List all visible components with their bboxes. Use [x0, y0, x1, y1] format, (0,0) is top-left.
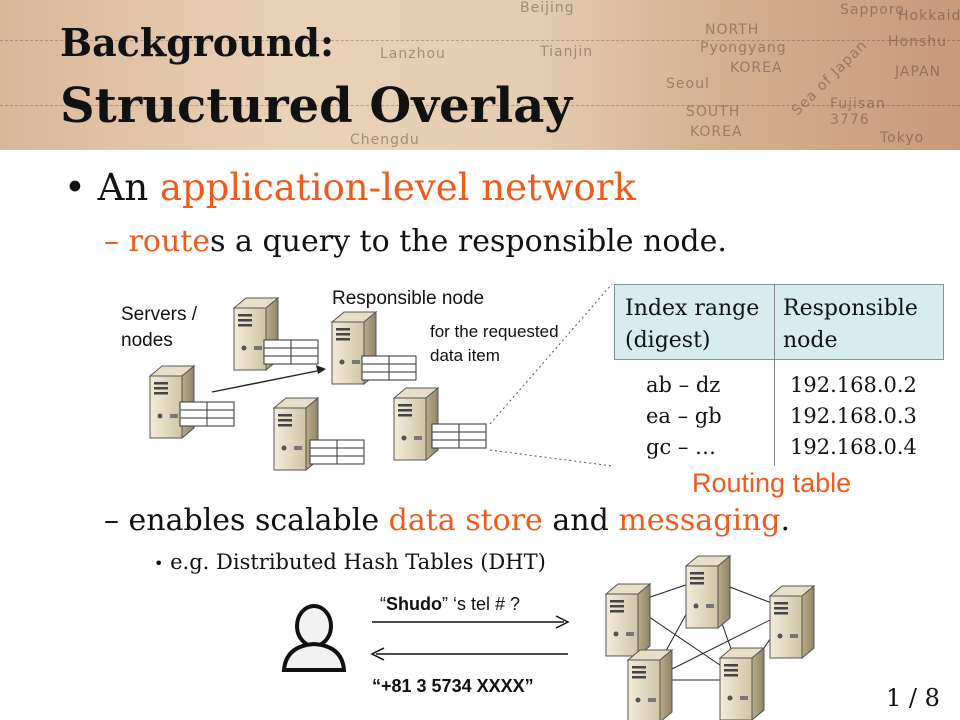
dht-server-icon [627, 649, 673, 720]
sub2-prefix: – enables scalable [104, 503, 389, 538]
sub-bullet-routes: – routes a query to the responsible node… [104, 224, 727, 259]
requested-line2: data item [430, 345, 500, 365]
map-word: Chengdu [350, 132, 420, 148]
map-word: SOUTH [686, 104, 741, 120]
map-word: Pyongyang [700, 40, 787, 56]
header-col1-line1: Index range [625, 296, 760, 321]
sub2-highlight-datastore: data store [388, 503, 543, 538]
servers-label: Servers / nodes [121, 302, 197, 353]
sub1-highlight: route [128, 224, 211, 259]
header-col2-line1: Responsible [783, 296, 918, 321]
table-cell-node: 192.168.0.3 [790, 404, 917, 428]
sub-bullet-enables: – enables scalable data store and messag… [104, 503, 790, 538]
answer-message: “+81 3 5734 XXXX” [372, 676, 534, 696]
sub2-suffix: . [780, 503, 791, 538]
index-table-icon [361, 355, 417, 381]
server-icon [393, 387, 439, 461]
bullet1-prefix: An [97, 166, 160, 209]
sub2-mid: and [542, 503, 619, 538]
user-person-icon [281, 604, 347, 672]
arrow-left-icon [370, 647, 385, 661]
route-arrow [211, 369, 323, 393]
table-cell-range: ab – dz [646, 373, 721, 397]
slide-title-line1: Background: [60, 20, 334, 65]
map-word: Tokyo [880, 130, 925, 146]
servers-label-line1: Servers / [121, 304, 198, 325]
index-table-icon [431, 423, 487, 449]
routing-table-body: ab – dz 192.168.0.2 ea – gb 192.168.0.3 … [614, 360, 944, 466]
page-number: 1 / 8 [886, 684, 940, 712]
table-cell-node: 192.168.0.4 [790, 435, 917, 459]
map-word: Beijing [520, 0, 575, 16]
bullet-dot: • [64, 166, 86, 209]
header-responsible-node: Responsible node [783, 293, 918, 357]
map-word: Seoul [666, 76, 710, 92]
header-col1-line2: (digest) [625, 328, 711, 353]
sub1-dash: – [104, 224, 129, 259]
dht-server-icon [719, 647, 765, 720]
table-column-divider [774, 284, 775, 466]
map-word: JAPAN [895, 64, 942, 80]
map-word: Fujisan [830, 96, 886, 112]
dht-server-icon [685, 555, 731, 629]
query-rest: ” ‘s tel # ? [442, 594, 521, 614]
zoom-line [489, 449, 613, 467]
header-map-banner: Beijing Tianjin Lanzhou Chengdu NORTH Py… [0, 0, 960, 150]
requested-line1: for the requested [430, 322, 559, 341]
index-table-icon [179, 401, 235, 427]
map-word: Hokkaido [898, 8, 960, 24]
dht-server-icon [769, 585, 815, 659]
sub1-rest: s a query to the responsible node. [210, 224, 727, 259]
table-cell-range: ea – gb [646, 404, 722, 428]
table-cell-range: gc – … [646, 435, 717, 459]
map-word: NORTH [705, 22, 760, 38]
bullet1-highlight: application-level network [159, 166, 636, 209]
map-word: Lanzhou [380, 46, 446, 62]
query-message: “Shudo” ‘s tel # ? [380, 594, 520, 615]
arrow-right-icon [555, 615, 570, 629]
map-word: KOREA [730, 60, 783, 76]
table-cell-node: 192.168.0.2 [790, 373, 917, 397]
map-grid-line [0, 40, 960, 41]
query-open-quote: “ [380, 594, 386, 614]
zoom-line [489, 283, 613, 425]
routing-table-caption: Routing table [692, 468, 852, 498]
header-col2-line2: node [783, 328, 838, 353]
index-table-icon [309, 439, 365, 465]
routing-table-header: Index range (digest) Responsible node [614, 284, 944, 360]
sub-sub-bullet-dht: • e.g. Distributed Hash Tables (DHT) [154, 550, 546, 574]
map-word: Sapporo [840, 2, 905, 18]
map-grid-line [0, 105, 960, 106]
map-word: KOREA [690, 124, 743, 140]
header-index-range: Index range (digest) [625, 293, 759, 357]
bullet-dot: • [154, 554, 164, 573]
dht-server-icon [605, 583, 651, 657]
responsible-node-label: Responsible node [332, 288, 485, 309]
map-word: Honshu [888, 34, 948, 50]
map-word: Tianjin [540, 44, 594, 60]
sub2-highlight-messaging: messaging [618, 503, 781, 538]
index-table-icon [263, 339, 319, 365]
bullet-application-network: • An application-level network [64, 166, 636, 209]
slide-title-line2: Structured Overlay [60, 78, 573, 134]
requested-item-label: for the requested data item [430, 320, 559, 368]
subsub-text: e.g. Distributed Hash Tables (DHT) [170, 550, 546, 574]
arrow-head-icon [316, 365, 326, 374]
query-name: Shudo [386, 594, 442, 614]
map-word: 3776 [830, 112, 870, 128]
routing-table: Index range (digest) Responsible node ab… [614, 284, 944, 466]
servers-label-line2: nodes [121, 329, 173, 351]
